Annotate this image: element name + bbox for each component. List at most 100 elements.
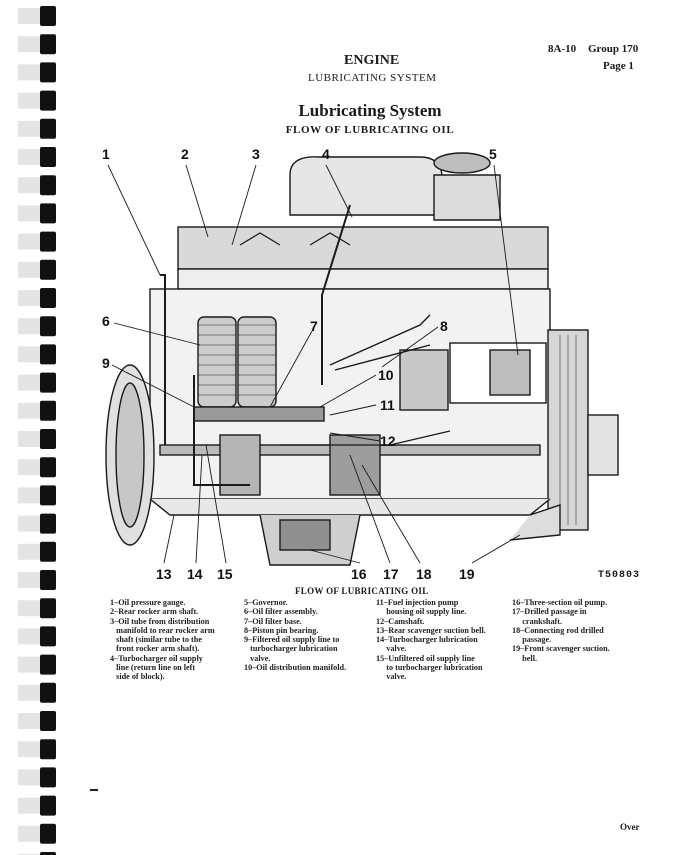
legend-line: bell. — [512, 653, 538, 663]
figure-subtitle: FLOW OF LUBRICATING OIL — [285, 124, 455, 136]
figure-reference-number: T50803 — [598, 570, 641, 581]
header-section: ENGINE — [344, 53, 400, 68]
callout-18: 18 — [416, 566, 432, 582]
legend-line: 13–Rear scavenger suction bell. — [376, 625, 486, 635]
legend-line: 6–Oil filter assembly. — [244, 607, 318, 617]
legend-line: shaft (similar tube to the — [110, 635, 202, 645]
callout-15: 15 — [217, 566, 233, 582]
legend-line: 14–Turbocharger lubrication — [376, 635, 478, 645]
margin-dash — [90, 789, 98, 791]
binder-spine-segment — [18, 797, 40, 814]
binder-hole — [40, 6, 56, 26]
binder-hole — [40, 767, 56, 788]
legend-line: 3–Oil tube from distribution — [110, 616, 210, 626]
binder-hole — [40, 457, 56, 478]
binder-spine-segment — [18, 769, 40, 786]
binder-spine-segment — [18, 8, 40, 24]
binder-hole — [40, 739, 56, 760]
binder-hole — [40, 90, 56, 111]
engine-cutaway-illustration — [105, 152, 619, 566]
legend-line: manifold to rear rocker arm — [110, 625, 215, 635]
binder-spine-segment — [18, 177, 40, 194]
legend-line: valve. — [376, 672, 407, 682]
binder-hole — [40, 654, 56, 675]
binder-spine-segment — [18, 290, 40, 306]
legend-line: 7–Oil filter base. — [244, 616, 302, 626]
callout-9: 9 — [102, 355, 110, 371]
callout-4: 4 — [322, 146, 330, 162]
binder-spine-segment — [18, 120, 40, 137]
binder-spine-segment — [18, 92, 40, 109]
binder-hole — [40, 823, 56, 844]
header-group: Group 170 — [588, 43, 639, 55]
legend-line: to turbocharger lubrication — [376, 663, 483, 673]
legend-line: housing oil supply line. — [376, 607, 467, 617]
legend-line: 5–Governor. — [244, 598, 288, 607]
callout-10: 10 — [378, 367, 394, 383]
binder-spine-segment — [18, 318, 40, 335]
legend-line: valve. — [376, 644, 407, 654]
callout-19: 19 — [459, 566, 475, 582]
figure-title: Lubricating System — [298, 101, 442, 120]
legend-line: 15–Unfiltered oil supply line — [376, 653, 475, 663]
legend-line: side of block). — [110, 672, 165, 682]
binder-spine-segment — [18, 543, 40, 560]
binder-hole — [40, 34, 56, 55]
binder-spine-segment — [18, 487, 40, 504]
binder-spine-segment — [18, 205, 40, 222]
binder-hole — [40, 682, 56, 703]
binder-spine-segment — [18, 149, 40, 165]
legend-line: 19–Front scavenger suction. — [512, 644, 610, 654]
binder-hole — [40, 175, 56, 196]
legend-line: 17–Drilled passage in — [512, 607, 587, 617]
figure-caption: FLOW OF LUBRICATING OIL — [295, 586, 429, 596]
legend-line: front rocker arm shaft). — [110, 644, 200, 654]
binder-spine-segment — [18, 261, 40, 278]
binder-hole — [40, 711, 56, 731]
callout-2: 2 — [181, 146, 189, 162]
callout-12: 12 — [380, 433, 396, 449]
header-code: 8A-10 — [548, 43, 577, 55]
footer-over: Over — [620, 822, 640, 832]
callout-6: 6 — [102, 313, 110, 329]
binder-hole — [40, 62, 56, 83]
binder-hole — [40, 513, 56, 534]
callout-16: 16 — [351, 566, 367, 582]
binder-spine-segment — [18, 713, 40, 729]
binder-hole — [40, 400, 56, 421]
binder-spine-segment — [18, 656, 40, 673]
binder-hole — [40, 372, 56, 393]
callout-13: 13 — [156, 566, 172, 582]
binder-hole — [40, 147, 56, 167]
binder-hole — [40, 288, 56, 308]
header-page: Page 1 — [603, 60, 634, 72]
binder-hole — [40, 598, 56, 619]
binder-hole — [40, 203, 56, 224]
legend-line: 2–Rear rocker arm shaft. — [110, 607, 199, 617]
legend-column-1: 1–Oil pressure gauge.2–Rear rocker arm s… — [110, 598, 215, 682]
legend-line: 4–Turbocharger oil supply — [110, 653, 203, 663]
legend-line: turbocharger lubrication — [244, 644, 338, 654]
callout-7: 7 — [310, 318, 318, 334]
callout-14: 14 — [187, 566, 203, 582]
legend-line: 10–Oil distribution manifold. — [244, 663, 347, 673]
callout-17: 17 — [383, 566, 399, 582]
binder-hole — [40, 570, 56, 590]
binder-hole — [40, 852, 56, 855]
legend-line: valve. — [244, 653, 271, 663]
binder-hole — [40, 118, 56, 139]
header-subsection: LUBRICATING SYSTEM — [308, 72, 437, 84]
binder-spine-segment — [18, 515, 40, 532]
binder-spine-segment — [18, 64, 40, 81]
legend-line: 1–Oil pressure gauge. — [110, 598, 186, 607]
binder-spine-segment — [18, 374, 40, 391]
callout-3: 3 — [252, 146, 260, 162]
binder-spine-segment — [18, 825, 40, 842]
legend-line: line (return line on left — [110, 663, 196, 673]
legend-column-3: 11–Fuel injection pump housing oil suppl… — [376, 598, 486, 682]
callout-5: 5 — [489, 146, 497, 162]
binder-spine-segment — [18, 459, 40, 476]
binder-spine-segment — [18, 600, 40, 617]
binder-hole — [40, 429, 56, 449]
binder-spine-segment — [18, 402, 40, 419]
